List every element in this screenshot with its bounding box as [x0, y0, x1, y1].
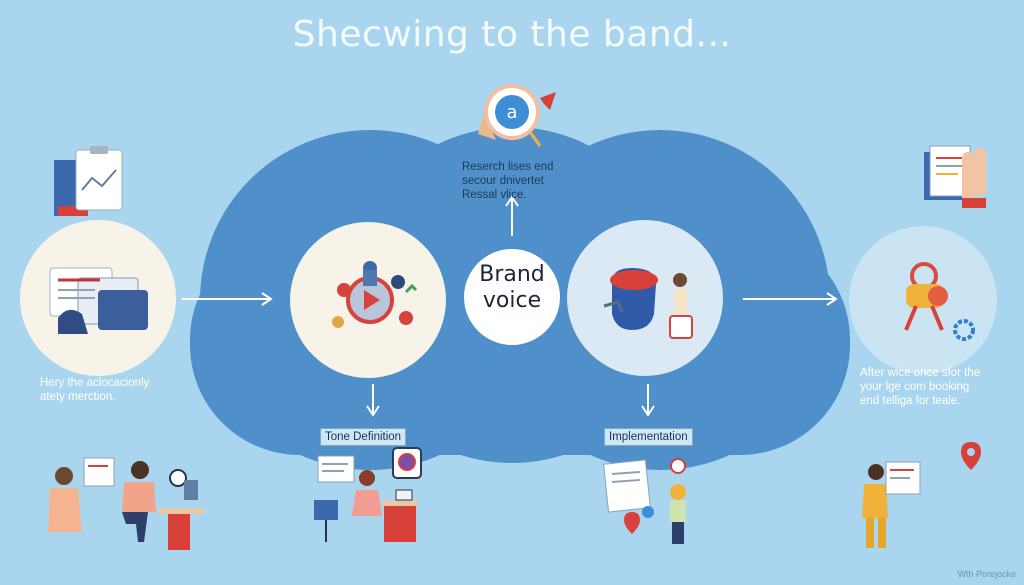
team-video-play-icon [332, 261, 418, 328]
brand-voice-line2: voice [482, 288, 542, 313]
implementation-step-circle[interactable] [567, 220, 723, 376]
right-step-circle[interactable] [849, 226, 997, 374]
brand-voice-label: Brand voice [466, 262, 558, 314]
workspace-illustration [314, 447, 422, 542]
watermark: Wth Porejocke [957, 569, 1016, 579]
gears-tools-icon [904, 262, 975, 341]
brand-voice-circle[interactable] [464, 249, 560, 345]
award-badge-icon: a [478, 84, 556, 147]
top-note: Reserch lises end secour dnivertet Ressa… [462, 160, 572, 202]
brain-person-icon [603, 268, 693, 339]
tone-step-circle[interactable] [290, 222, 446, 378]
top-note-line: secour dnivertet [462, 175, 544, 187]
top-note-line: Reserch lises end [462, 161, 554, 173]
right-note-line: end telliga for teale. [860, 395, 961, 407]
implementation-label[interactable]: Implementation [604, 428, 693, 446]
left-note-line: Hery the aclocacionly [40, 377, 150, 389]
right-note-line: After wice once sfor the [860, 367, 981, 379]
meeting-illustration [48, 457, 204, 550]
flow-arrows [182, 195, 838, 417]
tone-definition-label[interactable]: Tone Definition [320, 428, 407, 446]
document-review-icon [49, 267, 148, 334]
clipboard-chart-icon [54, 146, 123, 216]
right-note: After wice once sfor the your lge com bo… [860, 366, 1010, 408]
top-note-line: Ressal vlice. [462, 189, 527, 201]
map-pin-icon [961, 442, 981, 470]
brand-voice-line1: Brand [479, 262, 545, 287]
left-step-circle[interactable] [20, 220, 176, 376]
page-title: Shecwing to the band... [292, 14, 732, 55]
badge-letter: a [506, 102, 517, 123]
left-note: Hery the aclocacionly atety merction. [40, 376, 180, 404]
review-illustration [603, 458, 686, 544]
hand-documents-icon [924, 145, 986, 208]
left-note-line: atety merction. [40, 391, 116, 403]
presenter-illustration [862, 461, 921, 548]
right-note-line: your lge com booking [860, 381, 970, 393]
